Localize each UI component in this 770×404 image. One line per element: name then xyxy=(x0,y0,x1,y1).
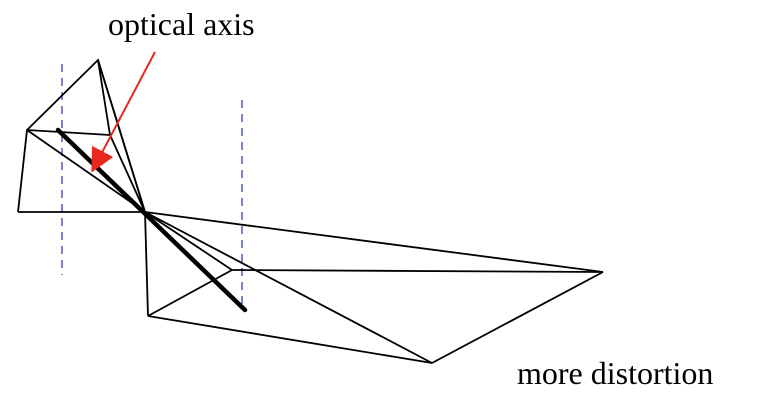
more-distortion-label: more distortion xyxy=(517,355,714,391)
near-frustum xyxy=(17,58,146,213)
optical-axis-label: optical axis xyxy=(108,6,255,42)
optical-axis-arrow xyxy=(91,51,156,173)
optical-axis-line xyxy=(55,127,248,313)
far-frustum xyxy=(144,211,604,364)
